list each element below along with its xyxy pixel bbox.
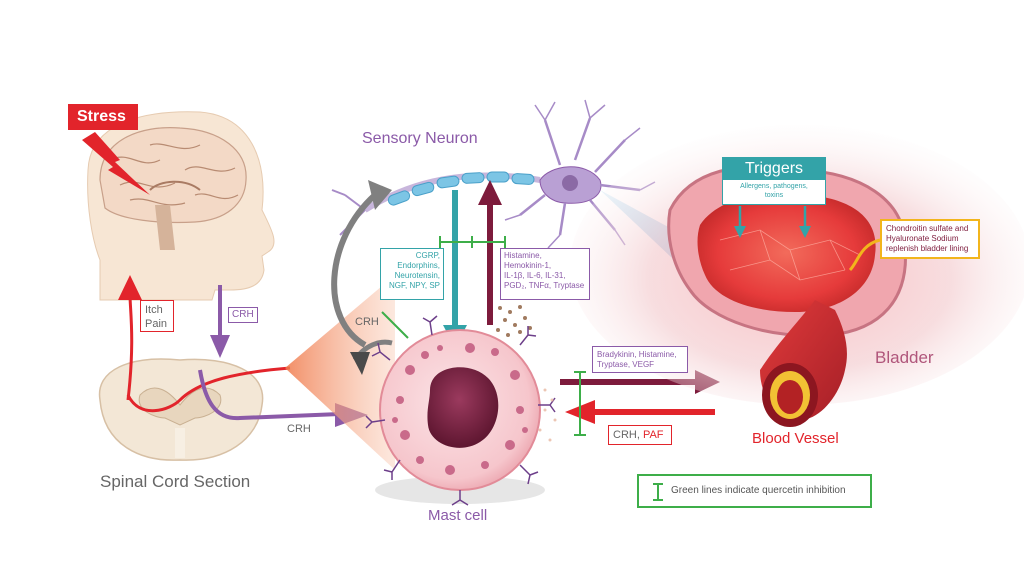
mediator-line: Endorphins, — [397, 261, 440, 270]
chondroitin-note-box: Chondroitin sulfate and Hyaluronate Sodi… — [880, 219, 980, 259]
inhibition-icon — [653, 483, 663, 501]
mediators-left-box: CGRP, Endorphins, Neurotensin, NGF, NPY,… — [380, 248, 444, 300]
note-line: Chondroitin sulfate and — [886, 224, 969, 233]
crh-down-arrow-icon — [210, 335, 230, 358]
mast-cell-caption: Mast cell — [428, 507, 488, 524]
vessel-mediators-box: Bradykinin, Histamine, Tryptase, VEGF — [592, 346, 688, 373]
mediator-line: NGF, NPY, SP — [389, 281, 440, 290]
zoom-cone — [285, 275, 395, 470]
itch-label: Itch — [145, 304, 163, 316]
crh-loop-label: CRH — [355, 316, 379, 328]
triggers-box: Triggers Allergens, pathogens, toxins — [722, 157, 826, 205]
legend-box: Green lines indicate quercetin inhibitio… — [637, 474, 872, 508]
mediator-line: Neurotensin, — [394, 271, 440, 280]
triggers-line: toxins — [764, 192, 784, 199]
itch-pain-arrow-icon — [118, 275, 142, 300]
blood-vessel-illustration — [760, 300, 847, 427]
crh-spine-box: CRH — [228, 307, 258, 323]
triggers-detail: Allergens, pathogens, toxins — [723, 180, 825, 200]
mediator-line: CGRP, — [415, 251, 440, 260]
bladder-illustration — [570, 125, 1024, 405]
crh-arrow-label: CRH — [287, 423, 311, 435]
triggers-title: Triggers — [723, 158, 825, 180]
note-line: Hyaluronate Sodium — [886, 234, 959, 243]
mediator-line: PGD₂, TNFα, Tryptase — [504, 281, 585, 290]
stress-label: Stress — [77, 108, 126, 125]
granule-dots — [496, 305, 532, 337]
mediator-line: Tryptase, VEGF — [597, 360, 655, 369]
mediator-line: Hemokinin-1, — [504, 261, 552, 270]
sensory-neuron-illustration — [331, 99, 656, 249]
mediator-line: IL-1β, IL-6, IL-31, — [504, 271, 566, 280]
stress-banner — [68, 104, 138, 130]
spinal-cord-illustration — [98, 358, 264, 461]
bladder-caption: Bladder — [875, 348, 934, 367]
mediator-line: Bradykinin, Histamine, — [597, 350, 677, 359]
itch-pain-box: Itch Pain — [140, 300, 174, 332]
blood-vessel-caption: Blood Vessel — [752, 430, 839, 447]
mediator-line: Histamine, — [504, 251, 542, 260]
note-line: replenish bladder lining — [886, 244, 969, 253]
paf-text: PAF — [642, 429, 664, 441]
crh-paf-box: CRH, PAF — [608, 425, 672, 445]
triggers-line: Allergens, pathogens, — [740, 183, 808, 190]
mediators-right-box: Histamine, Hemokinin-1, IL-1β, IL-6, IL-… — [500, 248, 590, 300]
crh-loop-arrow-icon — [368, 180, 392, 210]
head-illustration — [87, 111, 275, 301]
mast-cell-illustration — [365, 315, 556, 506]
pain-label: Pain — [145, 318, 168, 330]
spinal-cord-caption: Spinal Cord Section — [100, 472, 251, 491]
maroon-up-arrow-icon — [478, 180, 502, 205]
crh-text: CRH, — [613, 429, 643, 441]
stress-lightning-icon — [82, 132, 150, 195]
legend-text: Green lines indicate quercetin inhibitio… — [671, 485, 846, 496]
sensory-neuron-title: Sensory Neuron — [362, 130, 478, 147]
